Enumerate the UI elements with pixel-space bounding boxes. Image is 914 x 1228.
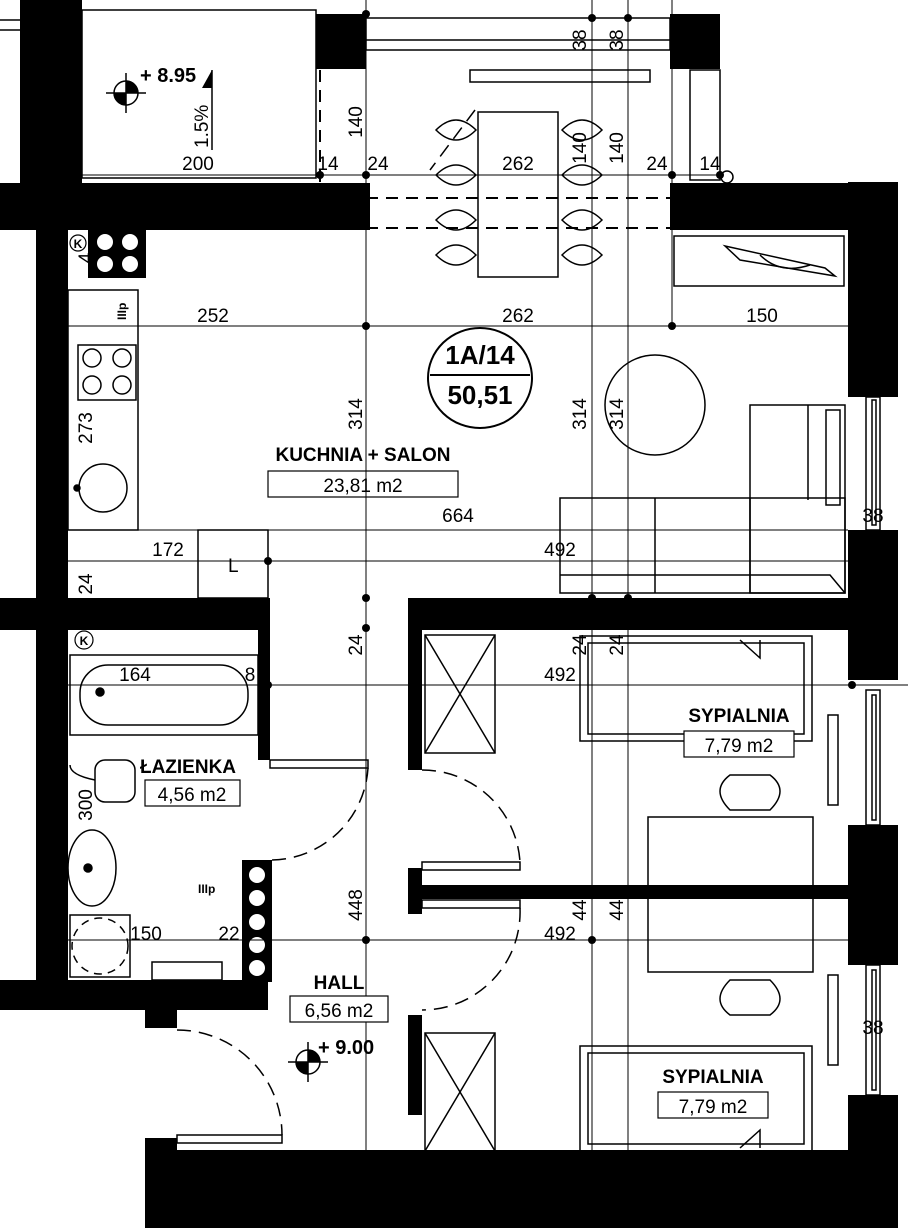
room-name-hall: HALL	[314, 973, 365, 994]
slope-label: 1.5%	[192, 105, 213, 148]
dim-273: 273	[76, 412, 97, 444]
level-label-balcony: + 8.95	[140, 65, 196, 87]
tv-stand	[673, 235, 845, 287]
dim-164: 164	[119, 665, 151, 686]
balcony	[0, 9, 721, 181]
dim-262b: 262	[502, 306, 534, 327]
k-label-1: K	[69, 234, 87, 252]
dim-448: 448	[346, 889, 367, 921]
dim-492c: 492	[544, 924, 576, 945]
unit-badge: 1A/14 50,51	[427, 327, 533, 429]
room-name-bedroom-1: SYPIALNIA	[688, 706, 790, 727]
sofa	[559, 404, 846, 594]
room-area-hall: 6,56 m2	[305, 1001, 374, 1022]
bedroom-fixtures	[424, 634, 839, 1152]
dim-22: 22	[218, 924, 239, 945]
k-label-2-text: K	[80, 634, 89, 648]
door-swings	[176, 109, 521, 1136]
dim-314a: 314	[346, 398, 367, 430]
level-marker-balcony	[106, 70, 213, 150]
room-name-kitchen: KUCHNIA + SALON	[275, 445, 450, 466]
doors	[176, 759, 521, 1144]
room-area-bedroom-1: 7,79 m2	[705, 736, 774, 757]
dim-200: 200	[182, 154, 214, 175]
dim-140a: 140	[346, 106, 367, 138]
dim-24a: 24	[367, 154, 389, 175]
vent-shaft-top	[95, 232, 140, 274]
dim-252: 252	[197, 306, 229, 327]
dim-140b: 140	[570, 132, 591, 164]
dim-300: 300	[76, 789, 97, 821]
dim-38e: 38	[76, 197, 97, 218]
dim-492a: 492	[544, 540, 576, 561]
dim-314b: 314	[570, 398, 591, 430]
dim-4: 4	[76, 252, 97, 263]
windows	[720, 170, 895, 1228]
vent-shaft-hall	[247, 865, 267, 978]
level-marker-hall	[288, 1042, 328, 1082]
dim-44b: 44	[607, 899, 628, 921]
dimension-dots	[264, 10, 856, 944]
dim-14b: 14	[699, 154, 721, 175]
kitchen-counter	[67, 289, 139, 531]
dim-150a: 150	[746, 306, 778, 327]
dim-24c: 24	[76, 573, 97, 595]
bathroom-fixtures	[67, 654, 259, 981]
k-label-1-text: K	[74, 237, 83, 251]
unit-id: 1A/14	[445, 340, 515, 370]
dining-table	[434, 111, 604, 278]
dim-24b: 24	[646, 154, 668, 175]
dim-38b: 38	[607, 29, 628, 50]
dim-262a: 262	[502, 154, 534, 175]
dim-44a: 44	[570, 899, 591, 921]
room-name-bathroom: ŁAZIENKA	[140, 757, 236, 778]
dim-664: 664	[442, 506, 474, 527]
dim-314c: 314	[607, 398, 628, 430]
round-table	[604, 354, 706, 456]
dim-38d: 38	[862, 1018, 883, 1039]
closet	[197, 529, 269, 599]
dim-492b: 492	[544, 665, 576, 686]
room-name-bedroom-2: SYPIALNIA	[662, 1067, 764, 1088]
k-label-2: K	[74, 630, 94, 650]
vent-label-2: IIIp	[198, 882, 215, 896]
unit-area: 50,51	[447, 380, 512, 410]
bathroom-dashed	[71, 917, 129, 975]
closet-label: L	[228, 556, 239, 577]
dim-172: 172	[152, 540, 184, 561]
dim-24e: 24	[570, 634, 591, 656]
dim-38a: 38	[570, 29, 591, 50]
dim-8: 8	[245, 665, 256, 686]
balcony-dashed	[319, 70, 670, 229]
room-area-bathroom: 4,56 m2	[158, 785, 227, 806]
dim-140c: 140	[607, 132, 628, 164]
dim-14a: 14	[317, 154, 339, 175]
dim-150b: 150	[130, 924, 162, 945]
room-area-kitchen: 23,81 m2	[323, 476, 402, 497]
dim-24d: 24	[346, 634, 367, 656]
room-area-bedroom-2: 7,79 m2	[679, 1097, 748, 1118]
dim-38c: 38	[862, 506, 883, 527]
dim-24f: 24	[607, 634, 628, 656]
level-label-hall: + 9.00	[318, 1037, 374, 1059]
vent-label-1: IIIp	[115, 303, 129, 320]
